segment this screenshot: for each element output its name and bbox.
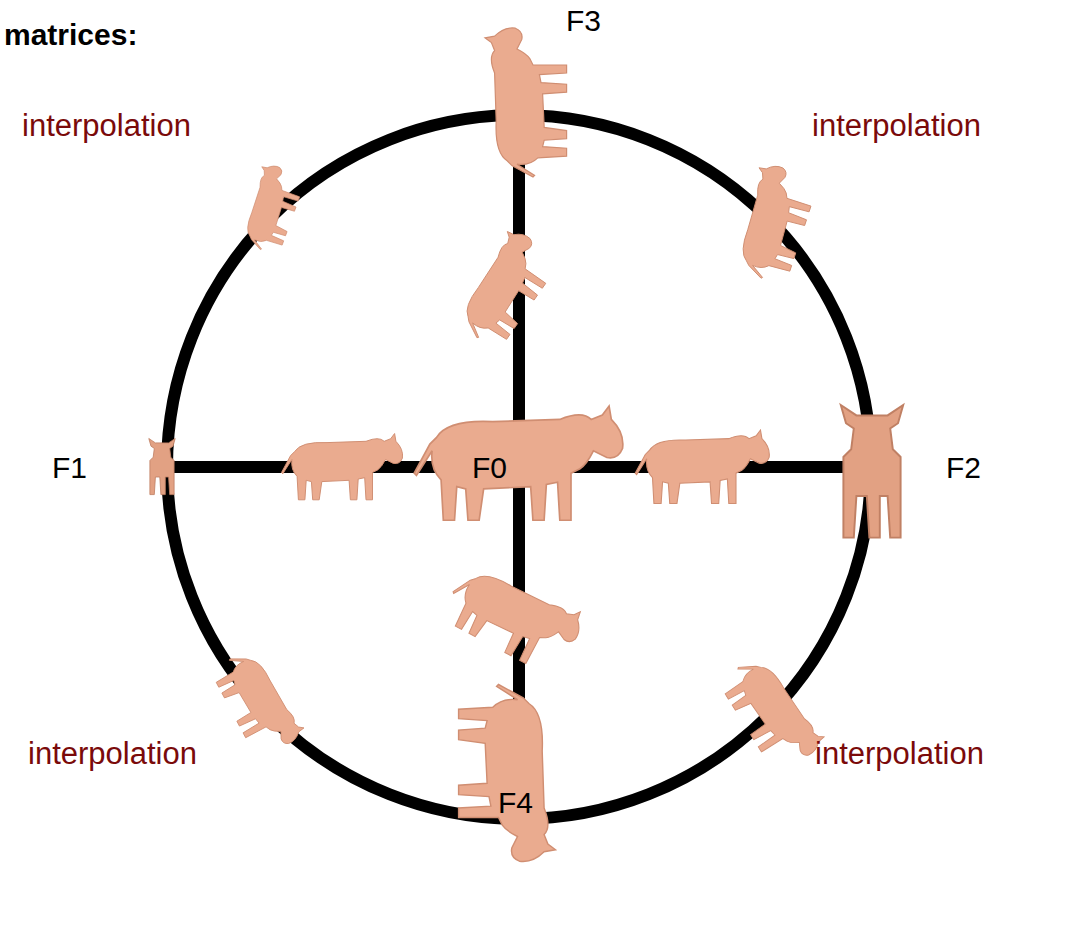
interpolation-note: interpolation (812, 110, 981, 141)
frame-label: F2 (946, 453, 981, 483)
slide-heading: matrices: (4, 20, 137, 50)
interpolation-note: interpolation (22, 110, 191, 141)
frame-label: F4 (498, 788, 533, 818)
interpolation-note: interpolation (815, 738, 984, 769)
frame-label: F1 (52, 453, 87, 483)
frame-label: F0 (472, 453, 507, 483)
frame-label: F3 (566, 6, 601, 36)
interpolation-note: interpolation (28, 738, 197, 769)
